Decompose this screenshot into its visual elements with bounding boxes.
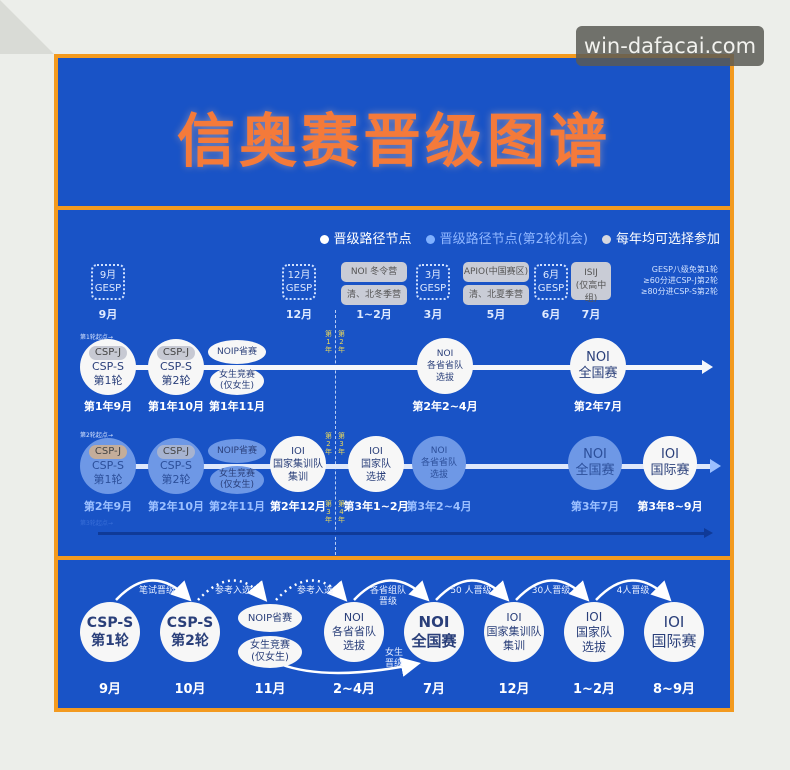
isij-box: ISIJ(仅高中组)	[571, 262, 611, 304]
apio-box: APIO(中国赛区)	[463, 262, 529, 282]
round3-start-label: 第3轮起点→	[80, 520, 113, 527]
legend: 晋级路径节点 晋级路径节点(第2轮机会) 每年均可选择参加	[319, 228, 720, 247]
node-noip-2nd: NOIP省赛	[208, 439, 266, 463]
thu-pku-winter-camp-box: 清、北冬季营	[341, 285, 407, 305]
round1-track	[98, 365, 704, 370]
page-title: 信奥赛晋级图谱	[176, 107, 611, 175]
month-label: 9月	[98, 308, 118, 321]
month-label: 1~2月	[356, 308, 392, 321]
flow-node-girls-contest: 女生竞赛(仅女生)	[238, 636, 302, 668]
flow-node-noip: NOIP省赛	[238, 604, 302, 632]
legend-item: 每年均可选择参加	[601, 228, 720, 247]
thu-pku-summer-camp-box: 清、北夏季营	[463, 285, 529, 305]
legend-item: 晋级路径节点(第2轮机会)	[425, 228, 588, 247]
noi-winter-camp-box: NOI 冬令营	[341, 262, 407, 282]
legend-item: 晋级路径节点	[319, 228, 412, 247]
arrow-right-icon	[710, 459, 721, 473]
blue-dot-icon	[425, 235, 435, 244]
grey-dot-icon	[601, 235, 611, 244]
month-label: 12月	[285, 308, 313, 321]
flow-arrows	[115, 579, 672, 677]
round2-start-label: 第2轮起点→	[80, 432, 113, 439]
round2-track	[98, 464, 712, 469]
title-panel: 信奥赛晋级图谱	[54, 54, 734, 210]
white-dot-icon	[319, 235, 329, 244]
month-label: 6月	[541, 308, 561, 321]
round1-start-label: 第1轮起点→	[80, 334, 113, 341]
month-label: 7月	[581, 308, 601, 321]
frame-bevel	[0, 0, 54, 54]
flow-panel: 笔试晋级 参考入选 参考入选 各省组队晋级 50 人晋级 30人晋级 4人晋级 …	[54, 560, 734, 712]
month-label: 5月	[486, 308, 506, 321]
node-girls-contest-2nd: 女生竞赛(仅女生)	[210, 466, 264, 494]
year-divider	[335, 310, 336, 555]
watermark: win-dafacai.com	[576, 26, 764, 66]
node-noip: NOIP省赛	[208, 340, 266, 364]
arrow-right-icon	[702, 360, 713, 374]
month-label: 3月	[423, 308, 443, 321]
arrow-right-icon	[704, 528, 713, 538]
round3-track	[98, 532, 706, 535]
gesp-note: GESP八级免第1轮≥60分进CSP-J第2轮≥80分进CSP-S第2轮	[640, 265, 718, 296]
node-girls-contest: 女生竞赛(仅女生)	[210, 367, 264, 395]
